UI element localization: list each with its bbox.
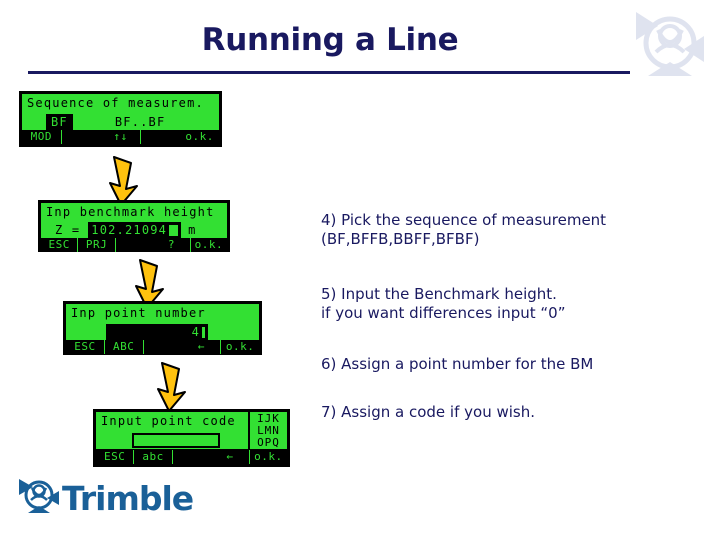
flow-arrow-1: [104, 155, 150, 212]
softkey-ok[interactable]: o.k.: [225, 340, 255, 353]
softkey-backspace[interactable]: ←: [182, 340, 222, 354]
trimble-globe-icon: [18, 477, 60, 520]
lcd-height-value: 102.21094: [91, 223, 168, 237]
lcd-screen-sequence-of-measurement: Sequence of measurem. BF BF..BF MOD ↑↓ o…: [19, 91, 222, 147]
lcd-point-number-value: 4: [191, 325, 200, 339]
softkey-abc[interactable]: ABC: [105, 340, 144, 354]
softkey-esc[interactable]: ESC: [41, 238, 79, 252]
lcd-title: Inp point number: [71, 306, 206, 320]
softkey-esc[interactable]: ESC: [66, 340, 105, 354]
lcd-softkey-bar: MOD ↑↓ o.k.: [22, 130, 219, 144]
lcd-screen-point-code: Input point code IJK LMN OPQ ESC abc ← o…: [93, 409, 290, 467]
letter-group-3[interactable]: OPQ: [257, 436, 280, 449]
lcd-unit-label: m: [188, 223, 197, 237]
page-title: Running a Line: [201, 22, 459, 58]
lcd-screen-point-number: Inp point number 4 ESC ABC ← o.k.: [63, 301, 262, 355]
softkey-esc[interactable]: ESC: [96, 449, 135, 464]
note-step-6: 6) Assign a point number for the BM: [321, 355, 594, 373]
softkey-help[interactable]: ?: [153, 238, 191, 252]
softkey-ok[interactable]: o.k.: [185, 130, 214, 143]
lcd-title: Inp benchmark height: [46, 205, 215, 219]
softkey-prj[interactable]: PRJ: [78, 238, 116, 252]
flow-arrow-2: [130, 258, 176, 315]
note-step-4: 4) Pick the sequence of measurement (BF,…: [321, 211, 607, 248]
note-step-5: 5) Input the Benchmark height. if you wa…: [321, 285, 566, 322]
softkey-ok[interactable]: o.k.: [254, 449, 283, 463]
trimble-globe-watermark-icon: [628, 8, 712, 82]
lcd-field-label: Z =: [55, 223, 81, 237]
lcd-letter-panel: IJK LMN OPQ: [248, 412, 287, 449]
lcd-selected-option[interactable]: BF: [46, 114, 73, 130]
lcd-title: Input point code: [101, 414, 236, 428]
lcd-point-code-input[interactable]: [132, 433, 220, 448]
lcd-screen-benchmark-height: Inp benchmark height Z = 102.21094 m ESC…: [38, 200, 230, 252]
softkey-updown[interactable]: ↑↓: [101, 130, 141, 144]
lcd-height-input[interactable]: 102.21094: [88, 222, 182, 238]
lcd-title: Sequence of measurem.: [27, 96, 204, 110]
lcd-softkey-bar: ESC PRJ ? o.k.: [41, 238, 227, 252]
text-cursor: [202, 326, 205, 338]
flow-arrow-3: [152, 361, 198, 418]
softkey-mod[interactable]: MOD: [22, 130, 62, 144]
lcd-softkey-bar: ESC ABC ← o.k.: [66, 340, 259, 354]
softkey-abc-lower[interactable]: abc: [134, 449, 173, 464]
trimble-logo: Trimble: [18, 477, 194, 520]
softkey-ok[interactable]: o.k.: [194, 238, 224, 251]
note-step-7: 7) Assign a code if you wish.: [321, 403, 535, 421]
lcd-other-option[interactable]: BF..BF: [114, 115, 166, 129]
softkey-backspace[interactable]: ←: [211, 449, 250, 464]
letter-group-1[interactable]: IJK: [257, 412, 280, 425]
text-cursor: [169, 224, 179, 236]
title-divider: [28, 71, 630, 74]
trimble-wordmark: Trimble: [62, 479, 194, 518]
letter-group-2[interactable]: LMN: [257, 424, 280, 437]
lcd-softkey-bar: ESC abc ← o.k.: [96, 449, 287, 464]
lcd-point-number-input[interactable]: 4: [106, 324, 208, 340]
